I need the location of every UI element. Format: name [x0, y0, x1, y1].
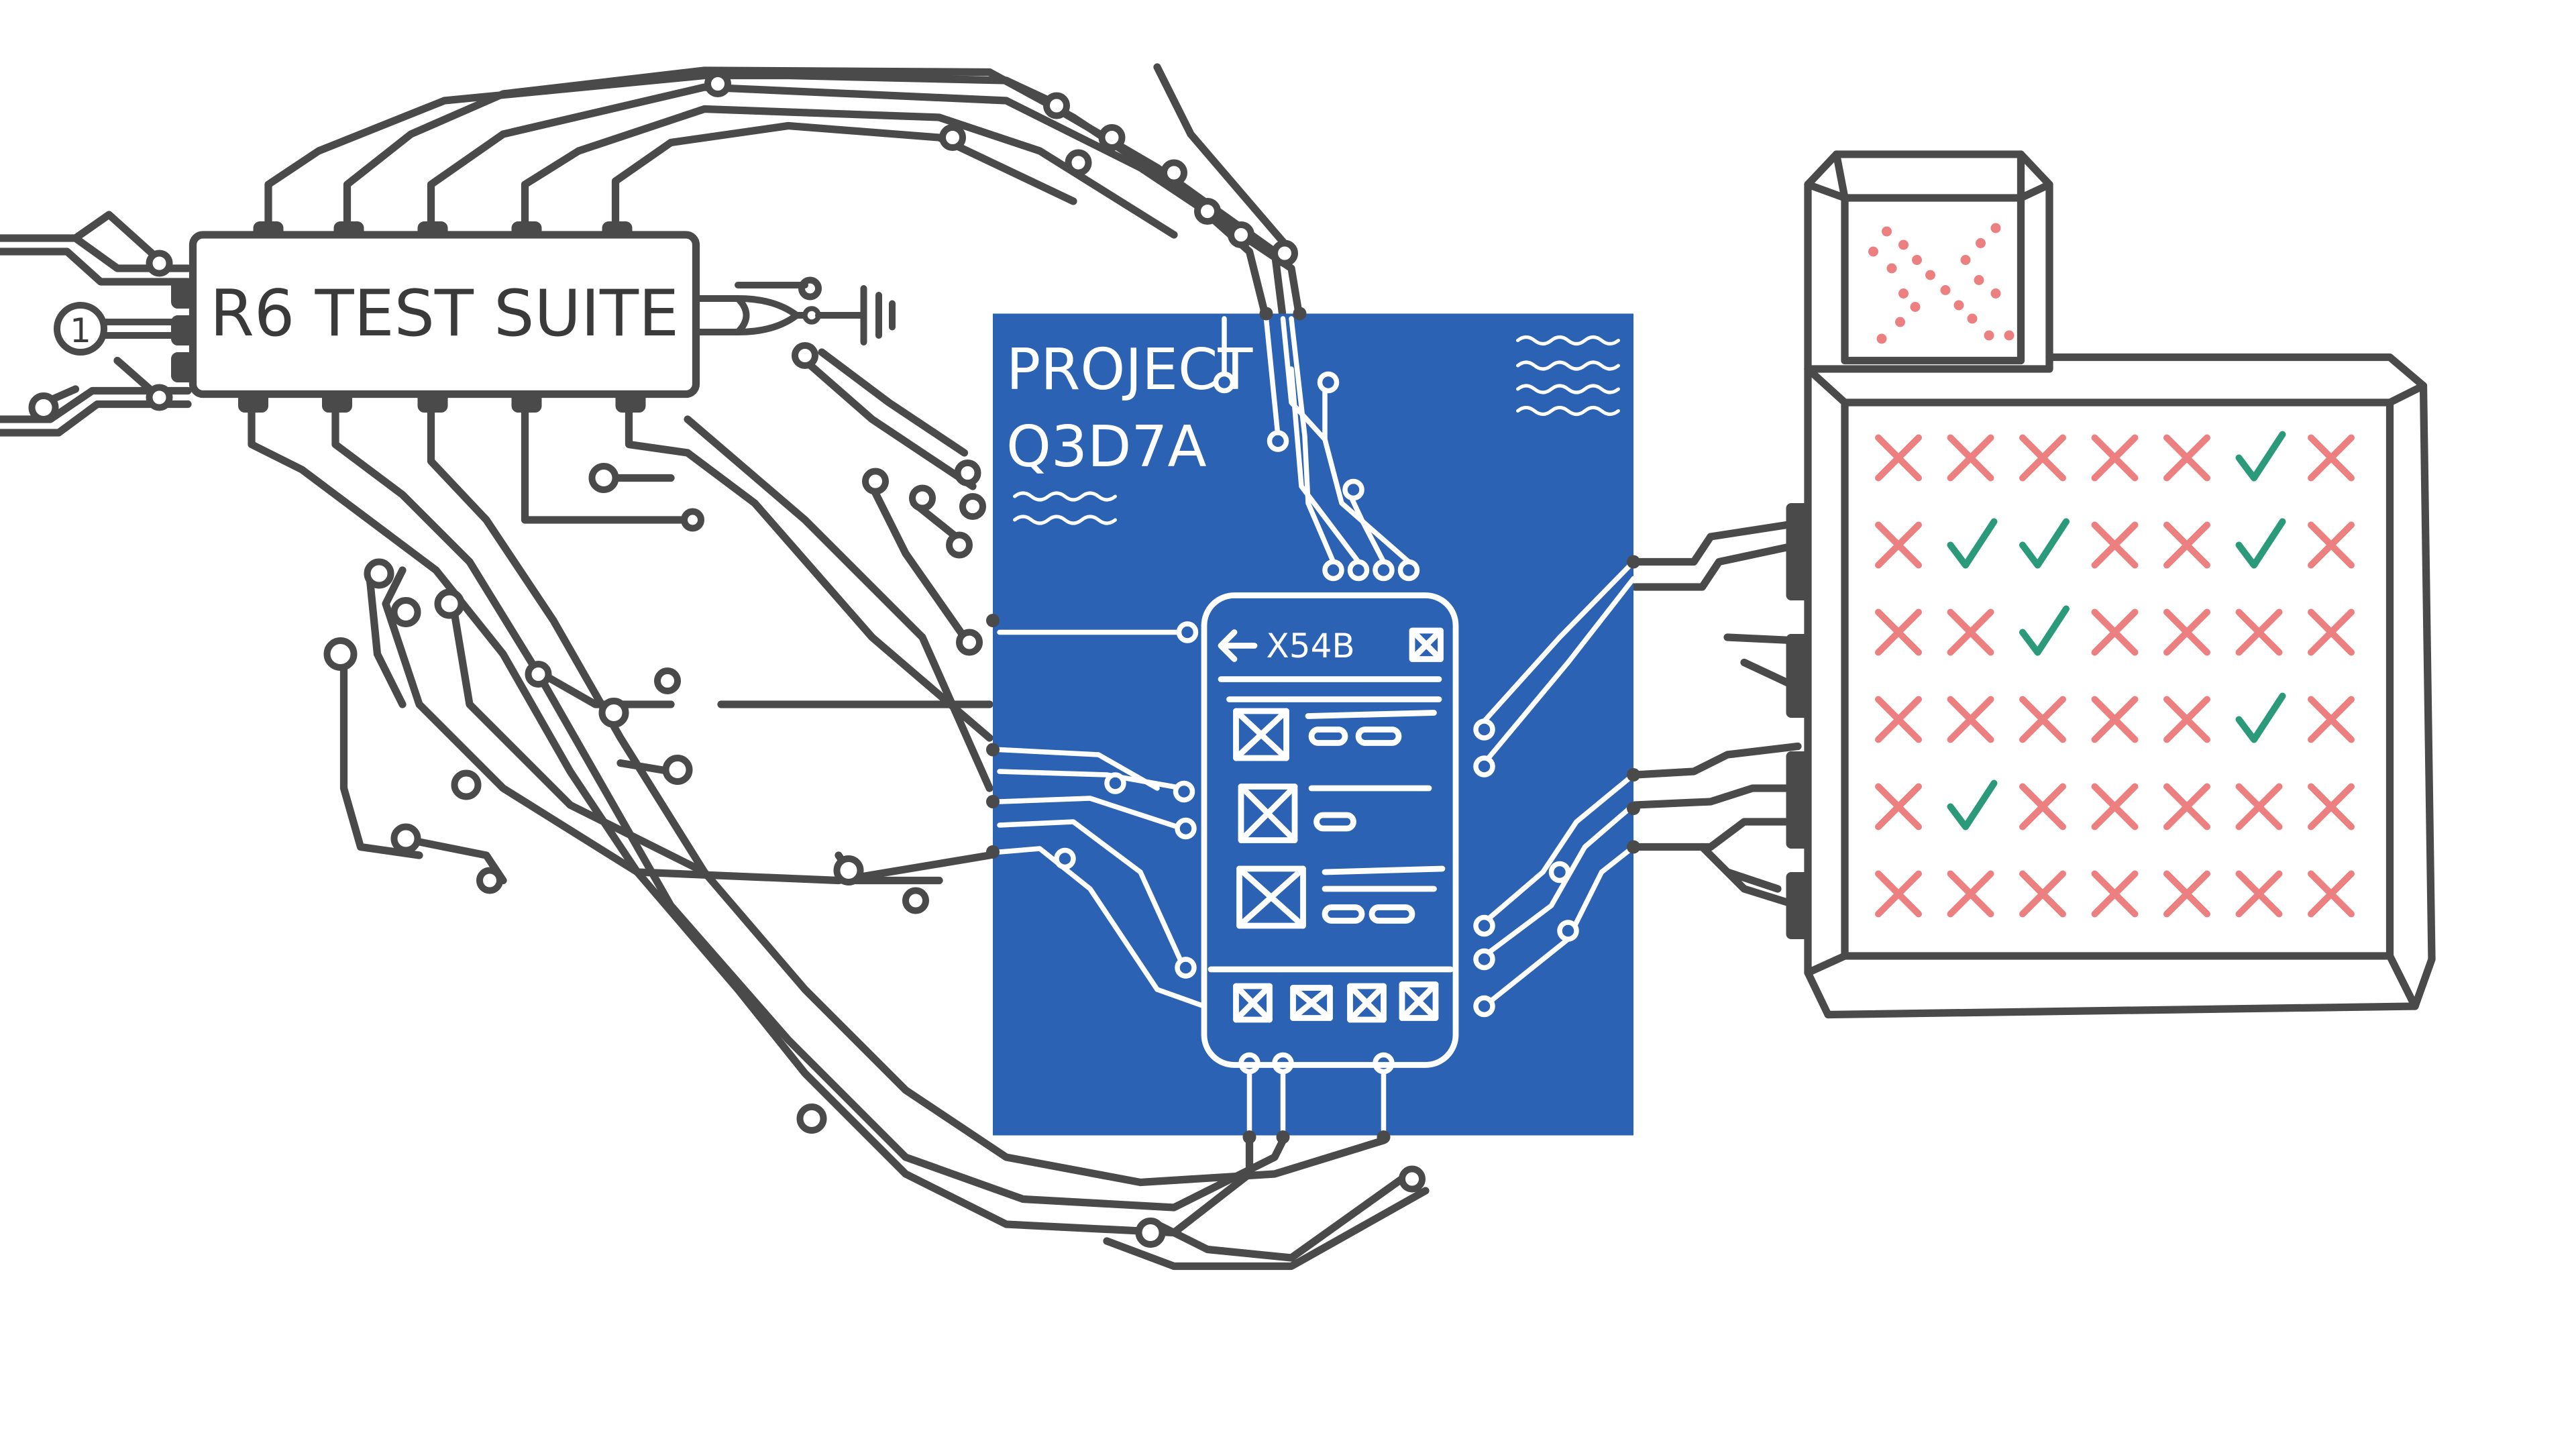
or-gate-icon [692, 295, 808, 335]
check-icon [2019, 518, 2070, 569]
check-icon [2235, 692, 2286, 743]
cross-icon [2235, 608, 2283, 656]
cross-icon [2235, 783, 2283, 830]
cross-icon [1875, 434, 1922, 482]
cross-icon [2163, 608, 2210, 656]
close-box-icon [1409, 627, 1444, 662]
blueprint-traces [997, 316, 1636, 1136]
suite-indicator-icon [54, 302, 107, 356]
project-title-line1: PROJECT [1006, 337, 1253, 403]
cross-icon [2163, 870, 2210, 918]
check-icon [2235, 518, 2286, 569]
cross-icon [2091, 434, 2139, 482]
cross-icon [2308, 870, 2355, 918]
list-item-thumbnail [1238, 784, 1298, 843]
cross-icon [2308, 783, 2355, 830]
results-panel [1786, 150, 2436, 1019]
nav-button-icon [1233, 983, 1273, 1023]
blueprint-notes [1013, 335, 1620, 525]
cross-icon [1875, 696, 1922, 743]
nav-button-icon [1290, 985, 1333, 1021]
cross-icon [2091, 608, 2139, 656]
test-suite-block: R6 TEST SUITE 1 [54, 221, 896, 413]
cross-icon [2091, 521, 2139, 569]
check-icon [1947, 780, 1998, 830]
cross-icon [2091, 870, 2139, 918]
cross-icon [1947, 696, 1994, 743]
ground-symbol-icon [735, 282, 896, 345]
check-icon [2235, 431, 2286, 482]
cross-icon [1875, 783, 1922, 830]
cross-icon [1868, 223, 2015, 344]
arrow-left-icon [1218, 629, 1258, 662]
cross-icon [2308, 608, 2355, 656]
cross-icon [2163, 434, 2210, 482]
test-suite-label: R6 TEST SUITE [210, 277, 679, 351]
result-grid [1875, 431, 2355, 918]
cross-icon [2091, 696, 2139, 743]
cross-icon [1875, 870, 1922, 918]
blueprint-edge-pins [986, 307, 1640, 1144]
circuit-pads [28, 70, 1426, 1248]
device-wireframe [1201, 592, 1459, 1068]
results-frame [1804, 353, 2436, 1019]
cross-icon [2019, 783, 2066, 830]
cross-icon [2163, 521, 2210, 569]
cross-icon [2308, 434, 2355, 482]
cross-icon [2019, 434, 2066, 482]
test-suite-box [189, 231, 700, 398]
cross-icon [1875, 608, 1922, 656]
project-title-line2: Q3D7A [1006, 414, 1207, 480]
check-icon [1947, 518, 1998, 569]
list-item-thumbnail [1236, 865, 1306, 929]
screen-label: X54B [1267, 627, 1355, 665]
cross-icon [2235, 870, 2283, 918]
suite-indicator-label: 1 [70, 311, 91, 350]
cross-icon [1947, 434, 1994, 482]
cross-icon [2019, 870, 2066, 918]
cross-icon [2019, 696, 2066, 743]
cross-icon [2163, 783, 2210, 830]
device-frame [1201, 592, 1459, 1068]
cross-icon [2163, 696, 2210, 743]
nav-button-icon [1399, 981, 1439, 1021]
cross-icon [1947, 870, 1994, 918]
nav-button-icon [1347, 983, 1387, 1023]
cross-icon [1875, 521, 1922, 569]
cross-icon [1947, 608, 1994, 656]
cross-icon [2091, 783, 2139, 830]
list-item-thumbnail [1233, 708, 1289, 761]
blueprint-panel: PROJECT Q3D7A [986, 307, 1640, 1144]
cross-icon [2308, 521, 2355, 569]
cross-icon [2308, 696, 2355, 743]
check-icon [2019, 605, 2070, 656]
